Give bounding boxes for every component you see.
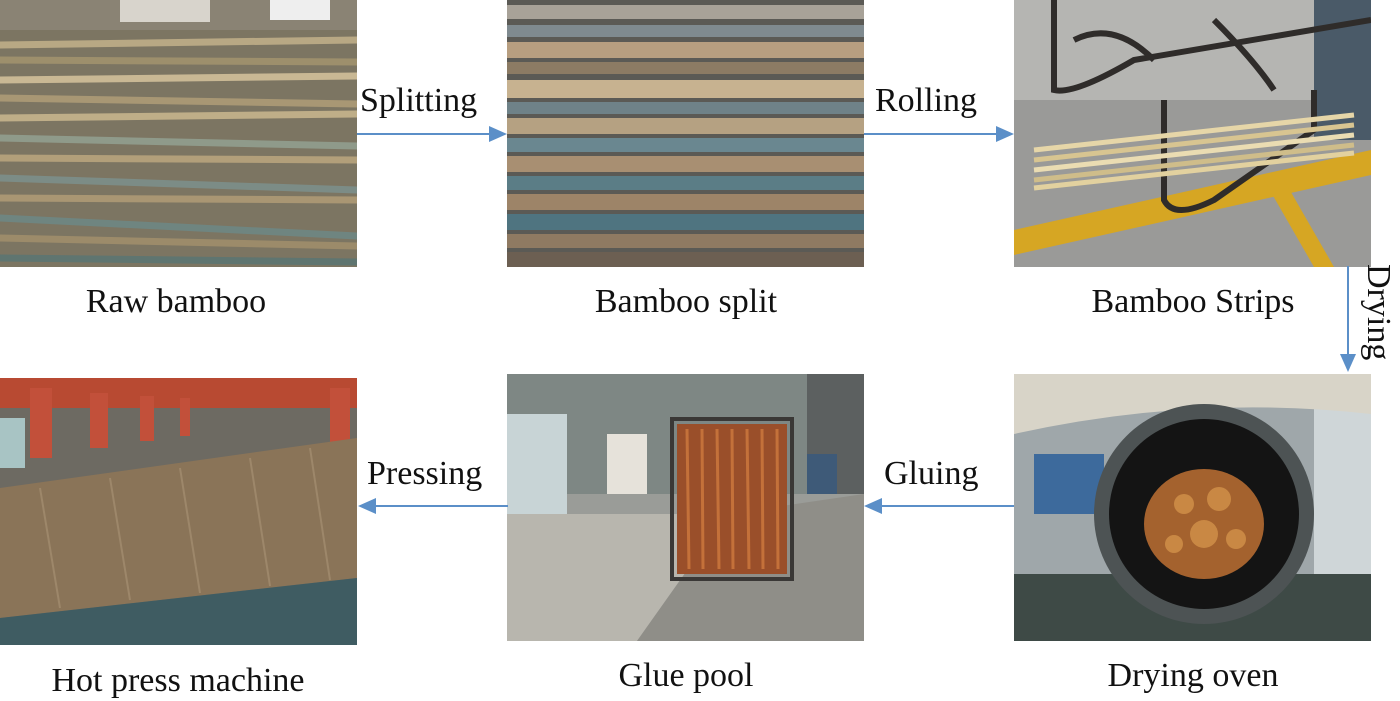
- arrow-gluing: [864, 498, 1014, 514]
- arrow-drying: [1340, 266, 1356, 372]
- step-label-rolling: Rolling: [875, 82, 978, 119]
- stage-label-bamboo-split: Bamboo split: [594, 283, 778, 320]
- stage-label-bamboo-strips: Bamboo Strips: [1091, 283, 1295, 320]
- stage-label-glue-pool: Glue pool: [618, 657, 754, 694]
- step-label-drying: Drying: [1360, 264, 1397, 361]
- stage-label-raw-bamboo: Raw bamboo: [85, 283, 267, 320]
- glue-pool-photo: [507, 374, 864, 641]
- step-label-gluing: Gluing: [884, 455, 979, 492]
- stage-label-drying-oven: Drying oven: [1107, 657, 1279, 694]
- arrow-splitting: [357, 126, 507, 142]
- step-label-pressing: Pressing: [367, 455, 483, 492]
- arrow-rolling: [864, 126, 1014, 142]
- arrow-pressing: [358, 498, 508, 514]
- step-label-splitting: Splitting: [360, 82, 478, 119]
- bamboo-strips-photo: [1014, 0, 1371, 267]
- drying-oven-photo: [1014, 374, 1371, 641]
- stage-label-hot-press-machine: Hot press machine: [51, 662, 305, 699]
- hot-press-machine-photo: [0, 378, 357, 645]
- bamboo-split-photo: [507, 0, 864, 267]
- raw-bamboo-photo: [0, 0, 357, 267]
